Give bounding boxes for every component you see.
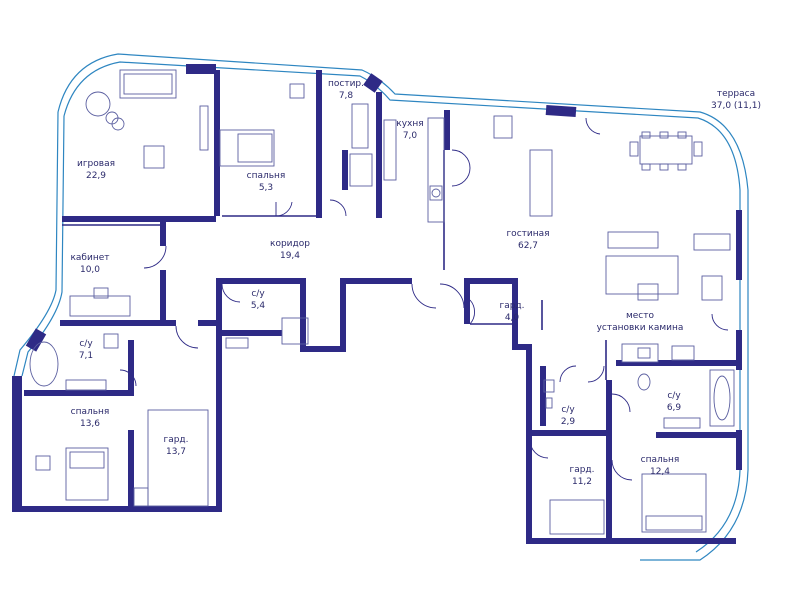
room-kitchen-area: 7,0 xyxy=(403,131,418,141)
room-linen-area: 7,8 xyxy=(339,91,354,101)
glazing xyxy=(13,53,749,561)
room-bath4-area: 6,9 xyxy=(667,403,682,413)
room-bath1-area: 5,4 xyxy=(251,301,266,311)
room-playroom-area: 22,9 xyxy=(86,171,106,181)
room-linen-name: постир. xyxy=(328,79,364,89)
furniture xyxy=(29,69,735,535)
room-ward2-name: гард. xyxy=(163,435,188,445)
room-terrace-area: 37,0 (11,1) xyxy=(711,101,761,111)
room-ward1-area: 4,0 xyxy=(505,313,520,323)
room-bedroom3-name: спальня xyxy=(641,455,680,465)
room-bath2-area: 7,1 xyxy=(79,351,93,361)
room-ward3-area: 11,2 xyxy=(572,477,592,487)
room-bath3-name: с/у xyxy=(561,405,575,415)
room-bedroom3-area: 12,4 xyxy=(650,467,670,477)
room-bath4-name: с/у xyxy=(667,391,681,401)
room-fireplace-name-1: установки камина xyxy=(597,323,684,333)
room-ward2-area: 13,7 xyxy=(166,447,186,457)
room-terrace-name: терраса xyxy=(717,89,755,99)
room-living-area: 62,7 xyxy=(518,241,538,251)
room-bedroom2-name: спальня xyxy=(71,407,110,417)
room-ward3-name: гард. xyxy=(569,465,594,475)
room-bedroom1-area: 5,3 xyxy=(259,183,273,193)
room-bath1-name: с/у xyxy=(251,289,265,299)
room-playroom-name: игровая xyxy=(77,159,115,169)
room-study-name: кабинет xyxy=(70,253,109,263)
doors xyxy=(119,117,729,481)
room-fireplace-name-0: место xyxy=(626,311,655,321)
interior-walls xyxy=(24,70,740,540)
room-study-area: 10,0 xyxy=(80,265,100,275)
room-living-name: гостиная xyxy=(506,229,549,239)
room-labels: игровая 22,9 спальня 5,3 постир. 7,8 кухня 7,0 т… xyxy=(70,79,760,487)
room-bath3-area: 2,9 xyxy=(561,417,576,427)
room-bath2-name: с/у xyxy=(79,339,93,349)
exterior-walls xyxy=(12,64,742,544)
room-corridor-area: 19,4 xyxy=(280,251,300,261)
room-corridor-name: коридор xyxy=(270,239,310,249)
room-bedroom1-name: спальня xyxy=(247,171,286,181)
room-bedroom2-area: 13,6 xyxy=(80,419,100,429)
room-ward1-name: гард. xyxy=(499,301,524,311)
room-kitchen-name: кухня xyxy=(396,119,423,129)
